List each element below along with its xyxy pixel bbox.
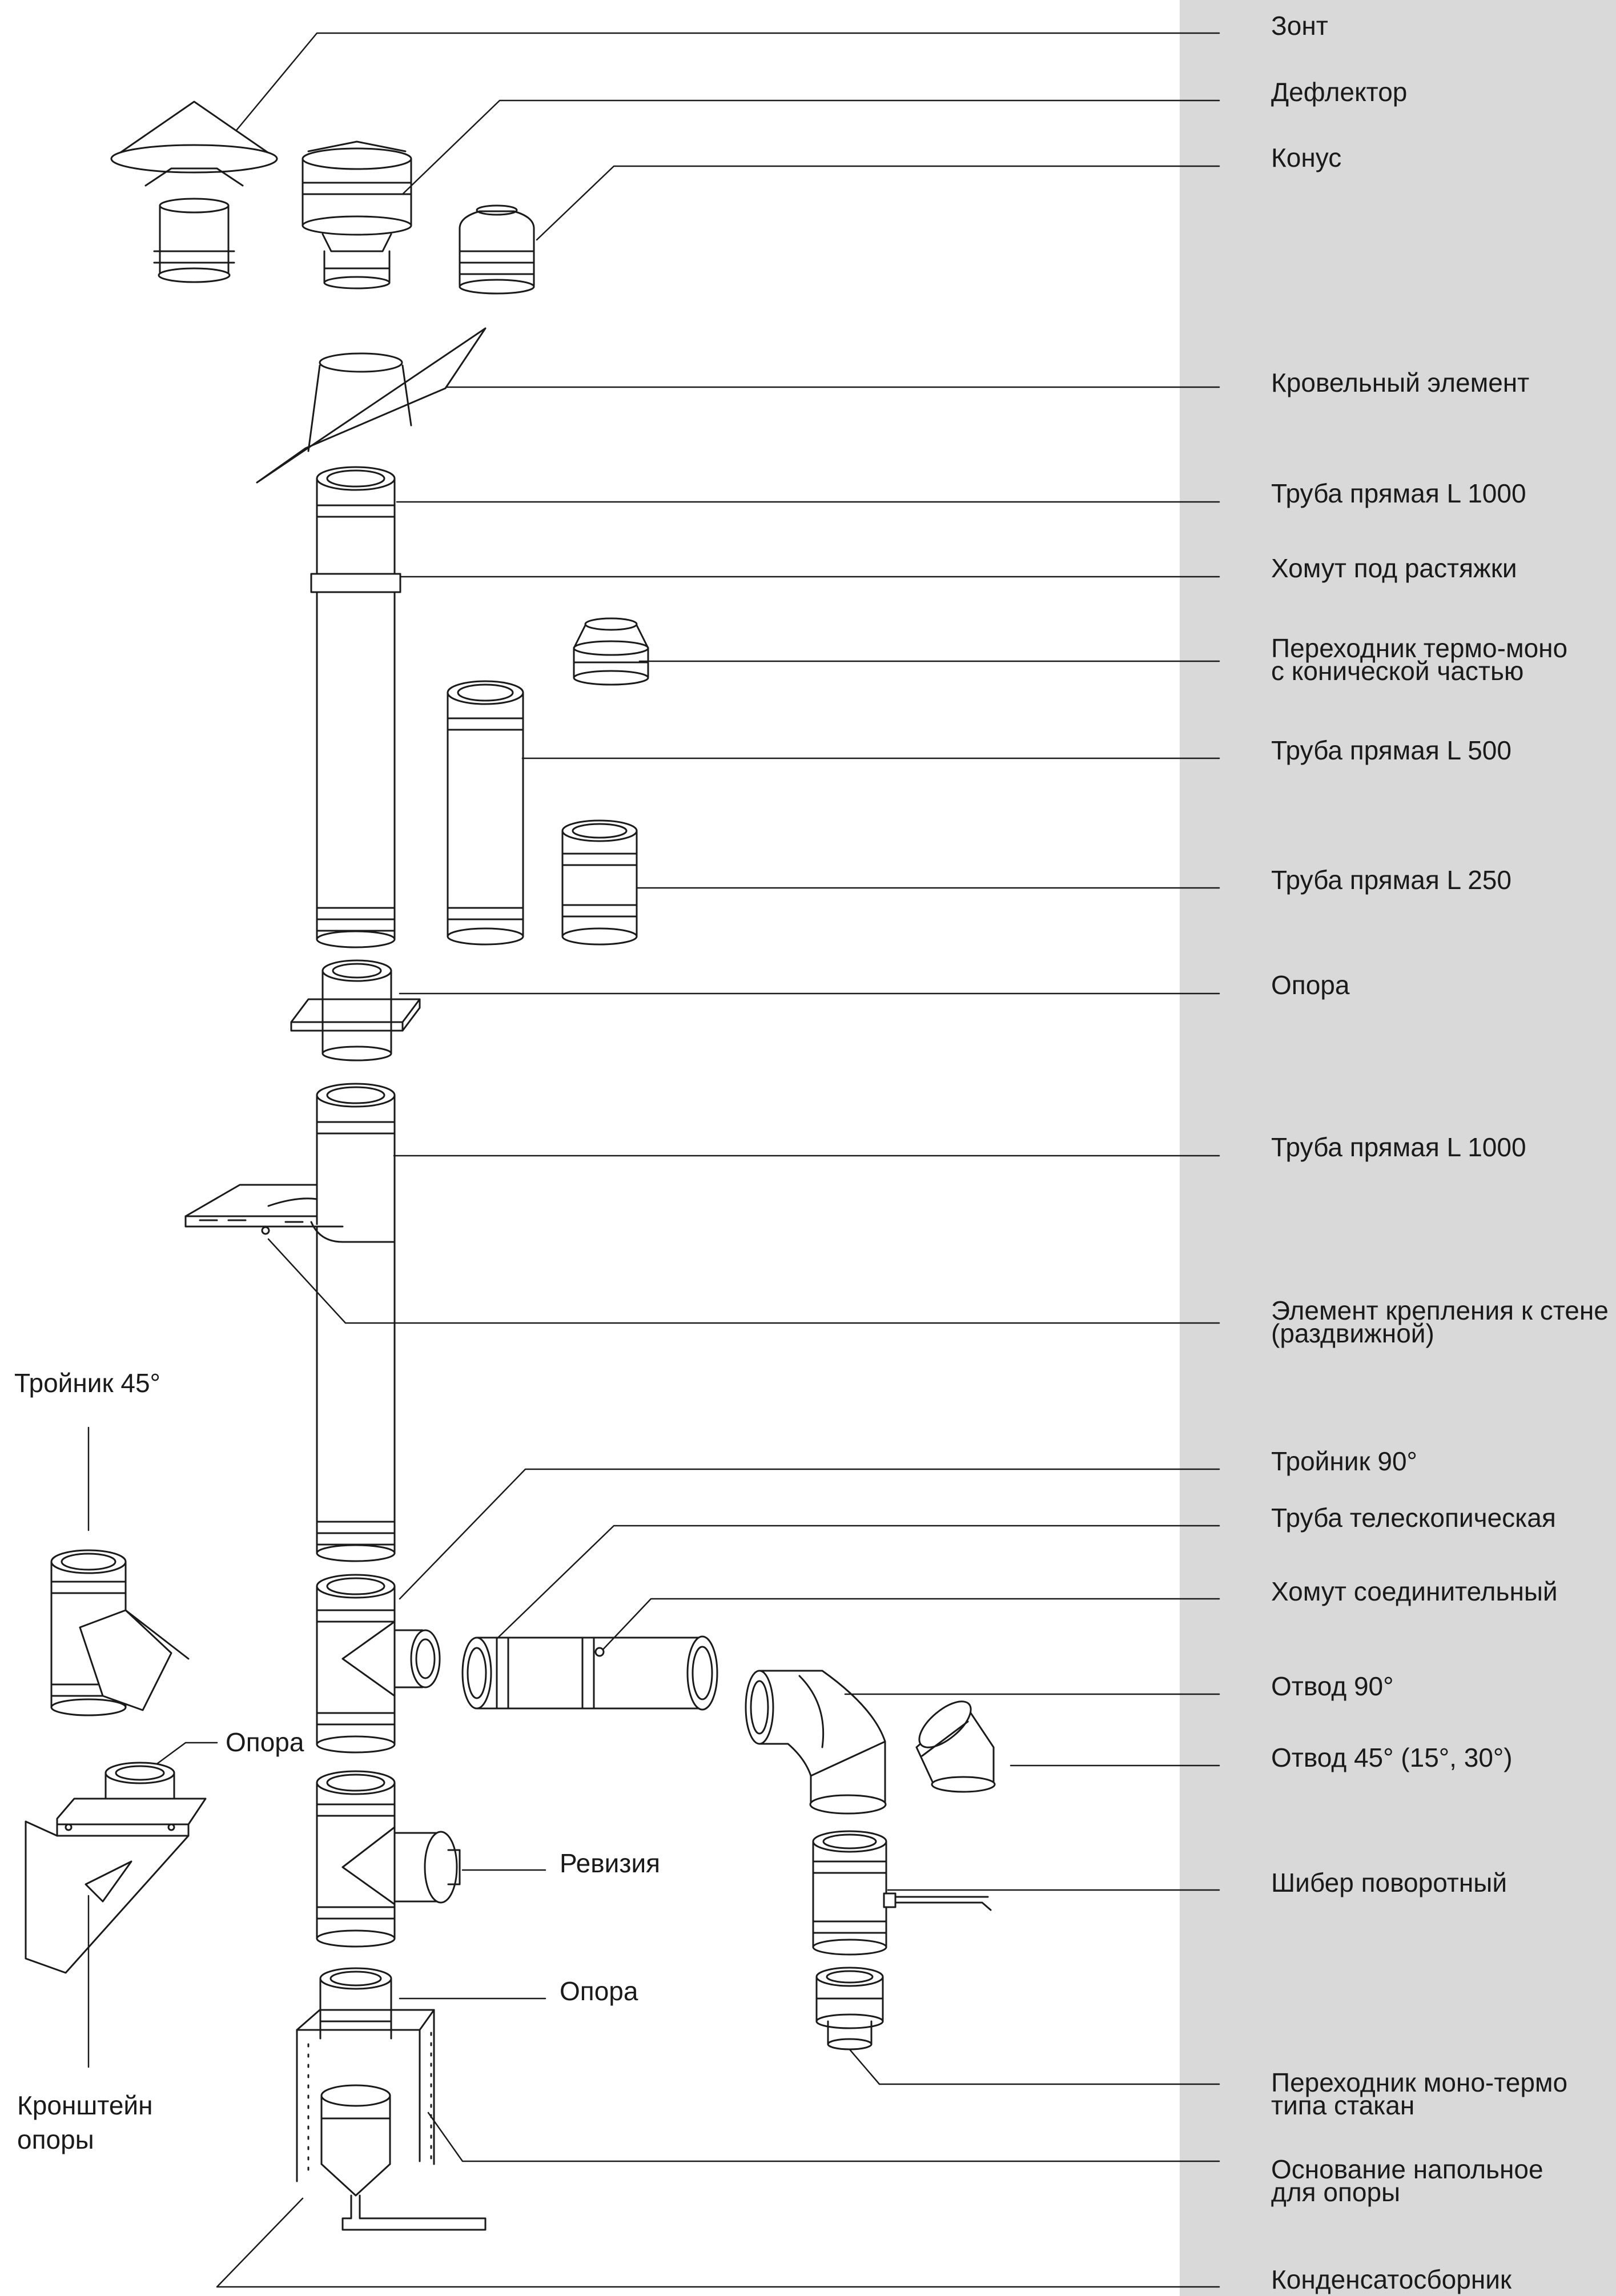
label-opora-right: Опора [1271,970,1350,1000]
opora-upper-part [290,959,421,1061]
pipe-250-part [561,819,638,946]
troynik45-part [50,1549,190,1716]
leader-lines [87,32,1220,2288]
gray-sidebar-panel [1180,0,1616,2296]
element-krepl-part [184,1184,396,1243]
perekhodnik-tm-part [573,617,649,686]
label-opora-left: Опора [226,1727,304,1757]
label-khomut-rast: Хомут под растяжки [1271,553,1517,583]
label-shiber: Шибер поворотный [1271,1868,1508,1897]
label-khomut-soed: Хомут соединительный [1271,1577,1558,1606]
pipe-500-part [447,680,524,946]
osnovanie-part [296,1967,487,2231]
deflector-part [302,140,412,289]
label-deflector: Дефлектор [1271,77,1408,107]
label-truba-1000-a: Труба прямая L 1000 [1271,478,1526,508]
pipe-1000-lower [316,1083,396,1562]
konus-part [459,204,535,295]
label-truba-tele: Труба телескопическая [1271,1503,1556,1533]
label-element-krepl: Элемент крепления к стене(раздвижной) [1271,1296,1609,1348]
reviziya-part [316,1770,461,1948]
label-truba-500: Труба прямая L 500 [1271,735,1512,765]
kronshteyn-part [25,1762,207,1974]
label-konus: Конус [1271,143,1342,172]
label-kondensat: Конденсатосборник [1271,2265,1512,2294]
otvod45-part [915,1700,996,1793]
troynik90-part [316,1574,441,1754]
label-truba-1000-b: Труба прямая L 1000 [1271,1132,1526,1162]
label-zont: Зонт [1271,11,1328,41]
label-otvod-45: Отвод 45° (15°, 30°) [1271,1743,1513,1772]
shiber-part [812,1830,992,1956]
zont-part [110,100,278,283]
label-troynik-90: Тройник 90° [1271,1446,1417,1476]
label-reviziya: Ревизия [560,1848,661,1878]
label-opora-mid: Опора [560,1976,638,2006]
label-troynik-45: Тройник 45° [14,1368,160,1398]
pipe-1000-upper [310,466,401,948]
label-otvod-90: Отвод 90° [1271,1671,1394,1701]
krovelny-part [256,327,487,484]
truba-tele-part [461,1635,718,1711]
perekhodnik-mt-part [815,1967,884,2050]
otvod90-part [745,1670,887,1815]
label-krovelny: Кровельный элемент [1271,368,1530,397]
label-truba-250: Труба прямая L 250 [1271,865,1512,895]
